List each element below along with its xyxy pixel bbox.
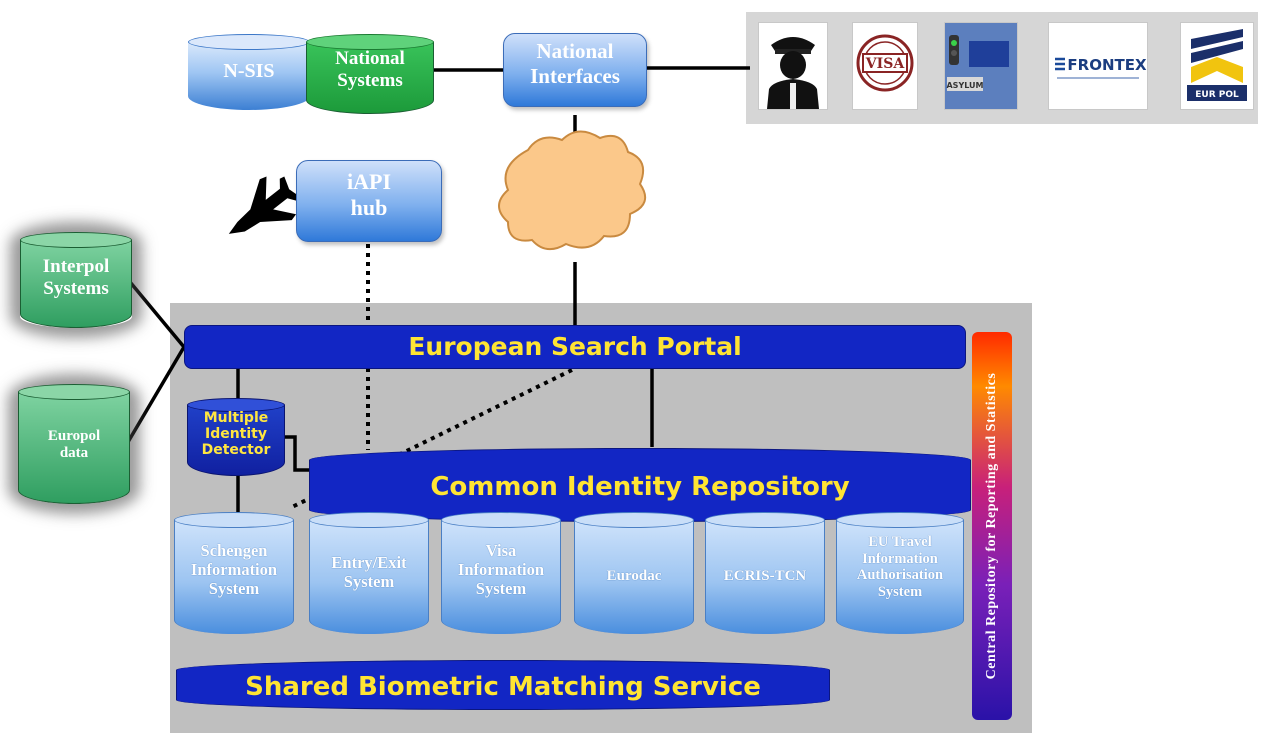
eurodac-label: Eurodac: [606, 568, 662, 584]
svg-text:FRONTEX: FRONTEX: [1067, 56, 1147, 74]
europol-data-label: Europol data: [47, 428, 101, 462]
national-systems-database: National Systems: [306, 34, 434, 114]
etias-label: EU Travel Information Authorisation Syst…: [856, 534, 944, 601]
hub-label: hub: [350, 195, 388, 221]
common-identity-repository-label: Common Identity Repository: [430, 472, 850, 502]
multiple-identity-detector-database: Multiple Identity Detector: [187, 398, 285, 476]
visa-stamp-logo: VISA: [852, 22, 918, 110]
visa-information-system-database: Visa Information System: [441, 512, 561, 634]
svg-text:VISA: VISA: [865, 56, 906, 72]
shared-biometric-matching-service-label: Shared Biometric Matching Service: [245, 672, 761, 702]
agency-logo-strip: VISA ASYLUM FRONTEX EUR POL: [746, 12, 1258, 124]
visa-information-system-label: Visa Information System: [457, 541, 545, 598]
common-identity-repository-bar: Common Identity Repository: [309, 448, 971, 522]
central-repository-label: Central Repository for Reporting and Sta…: [983, 372, 999, 680]
svg-text:EUR POL: EUR POL: [1195, 90, 1239, 100]
schengen-information-system-database: Schengen Information System: [174, 512, 294, 634]
etias-database: EU Travel Information Authorisation Syst…: [836, 512, 964, 634]
schengen-information-system-label: Schengen Information System: [190, 541, 278, 598]
svg-text:ASYLUM: ASYLUM: [946, 81, 983, 90]
central-repository-bar: Central Repository for Reporting and Sta…: [972, 332, 1012, 720]
asylum-sign-logo: ASYLUM: [944, 22, 1018, 110]
european-search-portal-label: European Search Portal: [408, 332, 742, 361]
ecris-tcn-database: ECRIS-TCN: [705, 512, 825, 634]
entry-exit-system-label: Entry/Exit System: [331, 553, 407, 591]
multiple-identity-detector-label: Multiple Identity Detector: [201, 410, 271, 459]
frontex-logo: FRONTEX: [1048, 22, 1148, 110]
european-search-portal-bar: European Search Portal: [184, 325, 966, 369]
airplane-icon: [228, 176, 301, 234]
shared-biometric-matching-service-bar: Shared Biometric Matching Service: [176, 660, 830, 710]
border-guard-icon: [758, 22, 828, 110]
europol-data-database: Europol data: [18, 384, 130, 504]
national-systems-label: National Systems: [335, 48, 405, 91]
interpol-systems-database: Interpol Systems: [20, 232, 132, 328]
national-interfaces-label: National Interfaces: [530, 39, 620, 89]
n-sis-label: N-SIS: [223, 60, 275, 82]
cloud-icon: [498, 130, 647, 251]
interpol-systems-label: Interpol Systems: [42, 256, 110, 299]
europol-logo: EUR POL: [1180, 22, 1254, 110]
iapi-label: iAPI: [347, 169, 391, 194]
national-interfaces-box: National Interfaces: [503, 33, 647, 107]
iapi-hub-box: iAPI hub: [296, 160, 442, 242]
ecris-tcn-label: ECRIS-TCN: [723, 568, 807, 584]
eurodac-database: Eurodac: [574, 512, 694, 634]
n-sis-database: N-SIS: [188, 34, 310, 110]
entry-exit-system-database: Entry/Exit System: [309, 512, 429, 634]
